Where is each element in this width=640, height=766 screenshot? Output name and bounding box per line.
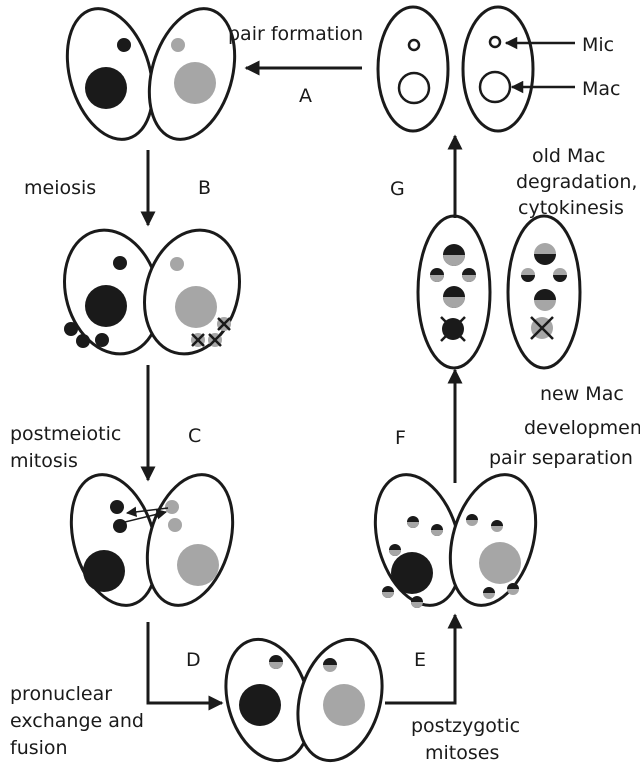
pronucleus-black [110,500,124,514]
pronucleus-black [113,519,127,533]
meiotic-product [95,333,109,347]
zygotic-nucleus [389,544,401,556]
synkaryon [323,658,337,672]
macronucleus-grey [479,542,521,584]
pair-stage-3 [57,465,247,616]
zygotic-nucleus [411,596,423,608]
label-pronuclear-exchange-3: fusion [10,737,68,759]
zygotic-nucleus [431,524,443,536]
zygotic-nucleus [483,587,495,599]
meiotic-product [76,334,90,348]
pronucleus-grey [168,518,182,532]
pair-stage-1 [53,0,249,149]
micronucleus [462,268,476,282]
degrading-old-macronucleus [531,317,553,339]
new-macronucleus-anlage [443,286,465,308]
step-label-b: B [198,177,211,199]
synkaryon [269,655,283,669]
label-postzygotic-mitoses-2: mitoses [425,742,499,764]
new-macronucleus-anlage [534,289,556,311]
label-old-mac-1: old Mac [532,145,606,167]
degraded-meiotic-product [208,333,222,347]
micronucleus-grey [170,257,184,271]
macronucleus-black [391,552,433,594]
degraded-meiotic-product [217,317,231,331]
step-label-e: E [414,649,426,671]
pair-stage-2 [50,219,253,365]
label-old-mac-2: degradation, [516,171,637,193]
label-meiosis: meiosis [24,177,96,199]
macronucleus-grey [175,286,217,328]
micronucleus [430,268,444,282]
label-pair-formation: pair formation [228,23,363,45]
micronucleus [521,268,535,282]
label-new-mac-3: pair separation [489,447,633,469]
macronucleus-black [239,684,281,726]
micronucleus [553,268,567,282]
macronucleus-black [83,550,125,592]
macronucleus-grey [177,544,219,586]
macronucleus-black [85,67,127,109]
macronucleus-outline [480,72,510,102]
new-macronucleus-anlage [534,243,556,265]
macronucleus-grey [323,684,365,726]
cell-left [378,7,448,131]
micronucleus-outline [490,37,500,47]
label-postmeiotic-mitosis-2: mitosis [10,450,78,472]
label-old-mac-3: cytokinesis [518,197,624,219]
label-mic: Mic [582,34,614,56]
step-label-a: A [299,85,312,107]
pair-stage-7 [378,7,533,131]
pair-stage-6 [418,216,580,368]
degraded-meiotic-product [191,333,205,347]
cell-right [133,465,247,616]
label-new-mac-2: development [524,417,640,439]
step-label-c: C [188,425,201,447]
cell-right [463,7,533,131]
label-mac: Mac [582,78,620,100]
zygotic-nucleus [491,520,503,532]
pair-stage-4 [212,629,395,766]
label-postmeiotic-mitosis-1: postmeiotic [10,423,121,445]
arrow-d [148,622,222,703]
label-pronuclear-exchange-2: exchange and [10,710,144,732]
micronucleus-grey [171,38,185,52]
pair-stage-5 [361,465,550,616]
macronucleus-black [85,285,127,327]
degrading-old-macronucleus [441,317,465,341]
zygotic-nucleus [382,586,394,598]
new-macronucleus-anlage [443,244,465,266]
label-new-mac-1: new Mac [540,383,624,405]
pronucleus-grey [165,500,179,514]
label-pronuclear-exchange-1: pronuclear [10,683,112,705]
macronucleus-outline [399,73,429,103]
micronucleus-black [113,256,127,270]
step-label-d: D [186,649,201,671]
zygotic-nucleus [507,583,519,595]
label-postzygotic-mitoses-1: postzygotic [411,715,520,737]
step-label-g: G [390,178,405,200]
macronucleus-grey [174,62,216,104]
zygotic-nucleus [407,516,419,528]
step-label-f: F [395,427,406,449]
zygotic-nucleus [466,514,478,526]
meiotic-product [64,322,78,336]
micronucleus-black [117,38,131,52]
micronucleus-outline [409,40,419,50]
